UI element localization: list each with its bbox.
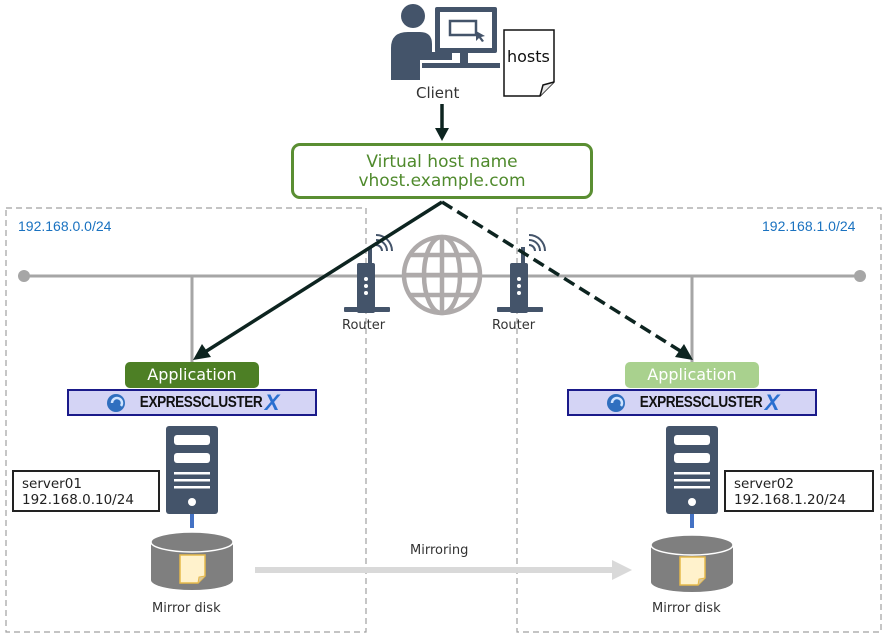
virtual-host-title: Virtual host name (366, 152, 518, 172)
failover-connection-arrow (441, 200, 693, 360)
mirror-disk-icon-right (650, 534, 734, 592)
internet-globe-icon (401, 234, 483, 316)
expresscluster-x-mark: X (764, 389, 780, 415)
backbone-endpoint-right (854, 270, 866, 282)
server02-name: server02 (734, 476, 794, 492)
virtual-host-hostname: vhost.example.com (358, 171, 526, 191)
hosts-file-icon (503, 29, 555, 97)
hosts-file-label: hosts (507, 47, 550, 66)
client-label: Client (416, 84, 460, 102)
active-connection-arrow (193, 200, 443, 360)
server01-info-box: server01 192.168.0.10/24 (12, 470, 160, 512)
expresscluster-bar-server02: EXPRESSCLUSTER X (567, 389, 817, 416)
server01-ip: 192.168.0.10/24 (22, 492, 134, 508)
subnet-label-right: 192.168.1.0/24 (762, 218, 856, 234)
server01-tower-icon (166, 426, 218, 528)
subnet-zone-right (516, 207, 882, 633)
router-label-right: Router (492, 318, 536, 333)
server02-tower-icon (666, 426, 718, 528)
client-user-computer-icon (391, 4, 500, 80)
expresscluster-product-name: EXPRESSCLUSTER (139, 393, 262, 411)
client-to-vhost-arrow (435, 104, 449, 141)
expresscluster-bar-server01: EXPRESSCLUSTER X (67, 389, 317, 416)
mirror-disk-label-right: Mirror disk (652, 601, 721, 616)
mirror-disk-label-left: Mirror disk (152, 601, 221, 616)
backbone-endpoint-left (18, 270, 30, 282)
mirroring-arrow (255, 560, 632, 580)
expresscluster-logo-icon (606, 393, 625, 412)
mirror-disk-icon-left (150, 531, 234, 590)
subnet-label-left: 192.168.0.0/24 (18, 218, 112, 234)
expresscluster-logo-icon (106, 393, 125, 412)
mirroring-label: Mirroring (410, 543, 469, 558)
expresscluster-product-name: EXPRESSCLUSTER (639, 393, 762, 411)
router-icon-left (344, 234, 393, 313)
server01-name: server01 (22, 476, 82, 492)
router-label-left: Router (342, 318, 386, 333)
subnet-zone-left (5, 207, 367, 633)
server02-ip: 192.168.1.20/24 (734, 492, 846, 508)
virtual-host-box: Virtual host name vhost.example.com (291, 143, 593, 199)
expresscluster-x-mark: X (264, 389, 280, 415)
application-standby-badge: Application (625, 362, 759, 388)
router-icon-right (497, 234, 546, 313)
application-active-badge: Application (125, 362, 259, 388)
server02-info-box: server02 192.168.1.20/24 (724, 470, 874, 512)
